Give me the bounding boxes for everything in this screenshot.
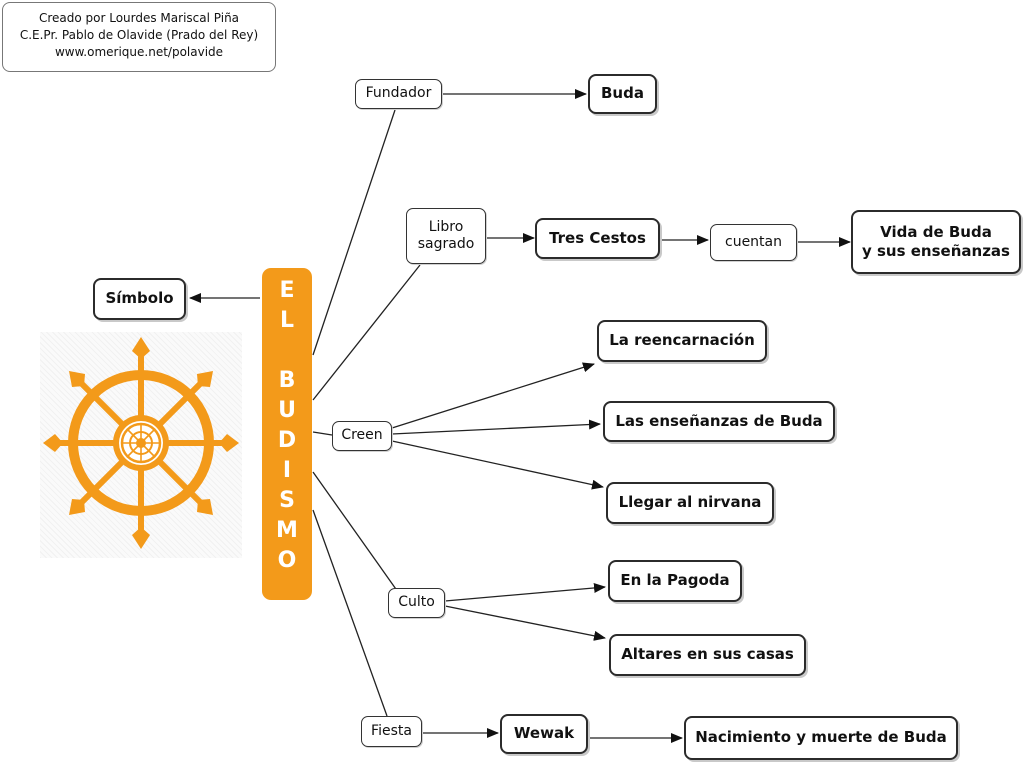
node-tres-cestos: Tres Cestos	[535, 218, 660, 259]
node-reencarnacion-label: La reencarnación	[609, 331, 755, 350]
link-libro-sagrado: Libro sagrado	[406, 208, 486, 264]
credit-school: C.E.Pr. Pablo de Olavide (Prado del Rey)	[19, 28, 259, 42]
link-culto-label: Culto	[398, 594, 435, 611]
edge-central-libro	[312, 264, 421, 401]
node-reencarnacion: La reencarnación	[597, 320, 767, 362]
node-altares: Altares en sus casas	[609, 634, 806, 676]
link-fundador-label: Fundador	[365, 85, 432, 102]
node-buda: Buda	[588, 74, 657, 114]
node-pagoda: En la Pagoda	[608, 560, 742, 602]
link-fundador: Fundador	[355, 79, 442, 109]
node-ensenanzas: Las enseñanzas de Buda	[603, 401, 835, 442]
node-simbolo: Símbolo	[93, 278, 186, 320]
edge-central-creen	[312, 431, 333, 436]
node-nacimiento: Nacimiento y muerte de Buda	[684, 716, 958, 760]
node-tres-cestos-label: Tres Cestos	[549, 228, 646, 247]
node-pagoda-label: En la Pagoda	[620, 571, 730, 590]
central-letter: D	[277, 428, 297, 453]
node-vida-line2: y sus enseñanzas	[862, 242, 1010, 260]
link-culto: Culto	[388, 588, 445, 618]
node-wewak: Wewak	[500, 714, 588, 754]
edge-culto-altares	[444, 605, 606, 641]
central-letter: S	[279, 488, 295, 513]
dharma-wheel-icon	[43, 337, 239, 549]
node-nirvana-label: Llegar al nirvana	[618, 493, 762, 512]
link-libro-line2: sagrado	[417, 236, 475, 252]
edge-central-culto	[312, 471, 399, 593]
central-letter: B	[278, 368, 296, 393]
edge-central-fiesta	[312, 509, 388, 717]
node-buda-label: Buda	[601, 84, 644, 103]
link-creen: Creen	[332, 421, 392, 451]
central-letter: M	[276, 518, 298, 543]
node-altares-label: Altares en sus casas	[621, 645, 794, 664]
link-cuentan: cuentan	[710, 224, 797, 261]
credit-box: Creado por Lourdes Mariscal Piña C.E.Pr.…	[2, 2, 276, 72]
node-vida-line1: Vida de Buda	[880, 222, 992, 241]
link-cuentan-label: cuentan	[725, 233, 782, 250]
edge-creen-reencarnacion	[391, 362, 595, 429]
edge-creen-nirvana	[391, 440, 604, 490]
central-letter: U	[278, 398, 296, 423]
link-creen-label: Creen	[341, 427, 383, 444]
link-fiesta: Fiesta	[361, 716, 422, 747]
credit-website: www.omerique.net/polavide	[54, 45, 224, 59]
central-letter: E	[279, 278, 295, 303]
node-vida-de-buda: Vida de Buda y sus enseñanzas	[851, 210, 1021, 274]
link-fiesta-label: Fiesta	[371, 722, 412, 739]
link-libro-line1: Libro	[428, 218, 464, 235]
credit-author: Creado por Lourdes Mariscal Piña	[38, 11, 240, 25]
edge-creen-ensenanzas	[391, 419, 601, 435]
node-nacimiento-label: Nacimiento y muerte de Buda	[695, 728, 947, 747]
node-simbolo-label: Símbolo	[105, 289, 174, 308]
central-letter: L	[279, 308, 295, 333]
edge-central-fundador	[312, 109, 396, 356]
node-nirvana: Llegar al nirvana	[606, 482, 774, 524]
edge-culto-pagoda	[444, 582, 606, 602]
central-letter: O	[277, 548, 297, 573]
central-letter: I	[282, 458, 292, 483]
node-wewak-label: Wewak	[513, 724, 575, 743]
node-ensenanzas-label: Las enseñanzas de Buda	[615, 411, 823, 430]
